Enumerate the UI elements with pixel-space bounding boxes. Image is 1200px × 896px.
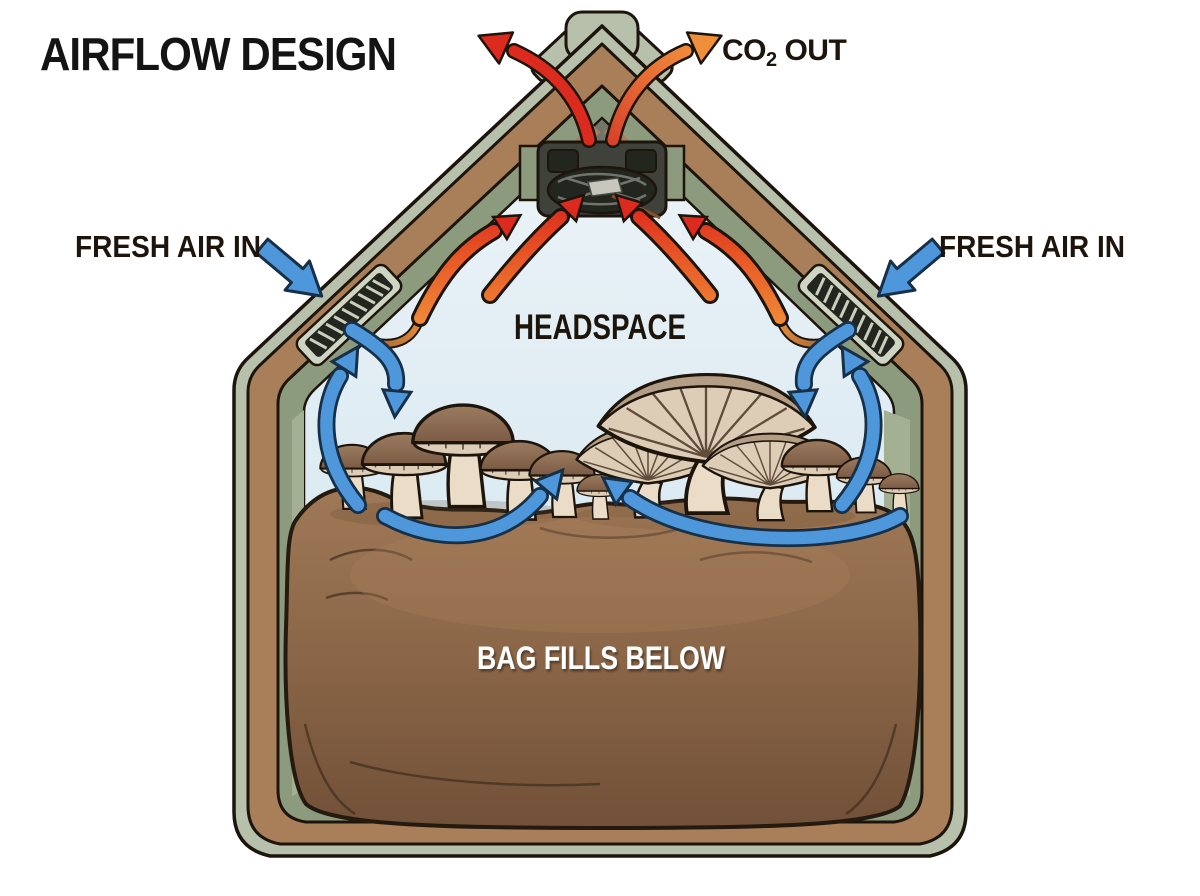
headspace-label: HEADSPACE [514, 308, 686, 347]
page-title: AIRFLOW DESIGN [40, 28, 396, 80]
flame-arrow-shafts [414, 211, 786, 324]
co2-label-suffix: OUT [777, 34, 847, 67]
vent-slats [814, 277, 889, 355]
bag-fills-below-label: BAG FILLS BELOW [477, 640, 726, 676]
fan-blades [557, 172, 647, 206]
bag-highlight [350, 517, 850, 633]
fan-corner-left [547, 149, 579, 173]
fresh-air-in-label-left: FRESH AIR IN [75, 229, 261, 264]
co2-exhaust-arrows [470, 19, 730, 148]
co2-label-prefix: CO [722, 34, 766, 67]
co2-label-subscript: 2 [766, 49, 777, 71]
circulation-shafts [320, 323, 907, 545]
co2-arrow-right [607, 45, 692, 146]
fan-hub [587, 177, 623, 197]
intake-vent-right [797, 263, 905, 367]
exhaust-fan-assembly [518, 116, 686, 220]
co2-out-label: CO2 OUT [722, 34, 846, 71]
fresh-air-in-label-right: FRESH AIR IN [939, 229, 1125, 264]
circulation-arrows [317, 321, 909, 548]
bag-wrinkles [303, 526, 898, 816]
co2-arrow-left [508, 45, 595, 146]
fan-corner-right [625, 149, 657, 173]
substrate-bag [283, 485, 923, 830]
vent-slats [309, 279, 391, 350]
